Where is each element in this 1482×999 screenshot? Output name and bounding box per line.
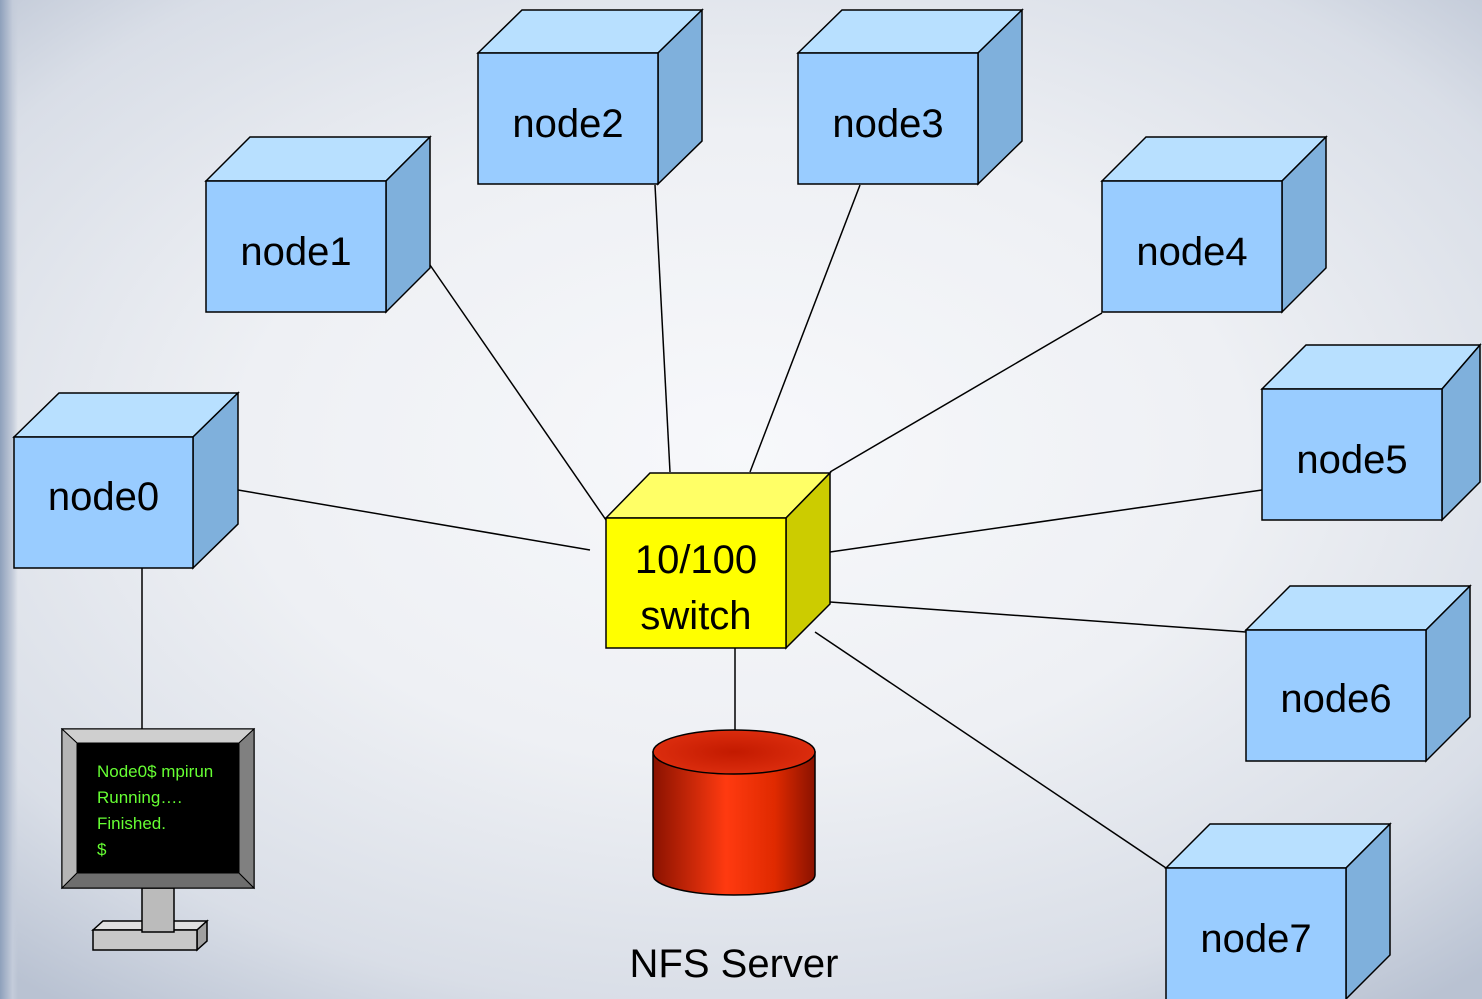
switch: 10/100 switch — [604, 471, 832, 650]
link-node3 — [749, 184, 861, 473]
monitor-bezel-left — [61, 727, 78, 890]
terminal-line-1: Node0$ mpirun — [97, 762, 213, 781]
node-2-front — [477, 52, 659, 185]
node-3-front — [797, 52, 979, 185]
switch-front — [605, 517, 787, 649]
link-node4 — [829, 312, 1103, 473]
switch-label-line1: 10/100 — [635, 538, 757, 582]
monitor-bezel-right — [238, 727, 255, 890]
node-5: node5 — [1260, 342, 1482, 522]
link-node7 — [814, 631, 1167, 869]
node-4: node4 — [1100, 135, 1328, 314]
node-7: node7 — [1164, 822, 1392, 999]
node-1-front — [205, 180, 387, 313]
background-edge — [0, 0, 18, 999]
node-0: node0 — [12, 391, 240, 570]
node-7-front — [1165, 867, 1347, 999]
link-node1 — [429, 264, 607, 521]
node-4-front — [1101, 180, 1283, 313]
monitor-screen — [77, 743, 239, 873]
terminal-line-2: Running…. — [97, 788, 182, 807]
link-node2 — [654, 184, 671, 473]
monitor-neck — [141, 887, 175, 933]
monitor-bezel-top — [60, 728, 256, 744]
node-0-front — [13, 436, 194, 569]
node-6-front — [1245, 629, 1427, 762]
monitor-bezel-bottom — [60, 872, 256, 889]
nfs-server-top — [652, 729, 816, 775]
nfs-server: NFS Server — [630, 729, 839, 986]
terminal-line-4: $ — [97, 840, 107, 859]
link-node5 — [829, 489, 1263, 553]
node-3-label: node3 — [832, 102, 943, 146]
node-5-label: node5 — [1296, 438, 1407, 482]
node-6: node6 — [1244, 584, 1472, 763]
node-0-label: node0 — [48, 475, 159, 519]
monitor-stand-base — [92, 929, 198, 951]
node-5-front — [1261, 388, 1443, 521]
connections — [141, 184, 1263, 869]
link-node0 — [237, 489, 591, 551]
node-4-label: node4 — [1136, 230, 1247, 274]
node-1: node1 — [204, 135, 432, 314]
link-node6 — [829, 601, 1247, 633]
terminal-monitor: Node0$ mpirun Running…. Finished. $ — [60, 727, 256, 952]
node-1-label: node1 — [240, 230, 351, 274]
node-7-label: node7 — [1200, 917, 1311, 961]
terminal-line-3: Finished. — [97, 814, 166, 833]
node-2: node2 — [476, 8, 704, 186]
node-3: node3 — [796, 8, 1024, 186]
nfs-server-body — [652, 751, 816, 896]
switch-label-line2: switch — [640, 594, 751, 638]
node-2-label: node2 — [512, 102, 623, 146]
node-6-label: node6 — [1280, 677, 1391, 721]
nfs-server-label: NFS Server — [630, 942, 839, 986]
